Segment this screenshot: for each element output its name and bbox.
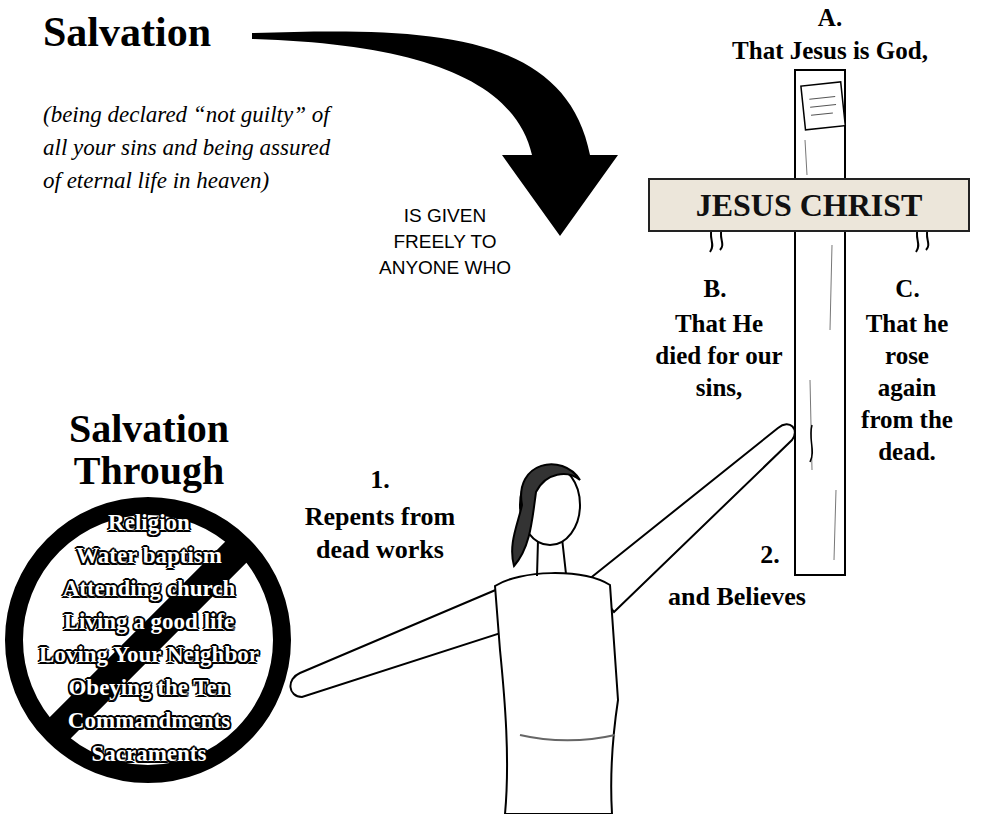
cross-post [795, 70, 845, 575]
step-text: Repents from dead works [278, 500, 482, 566]
definition-note: (being declared “not guilty” of all your… [43, 98, 341, 197]
excluded-item: Attending church [0, 572, 298, 605]
step-text: and Believes [632, 582, 842, 612]
item-list: ReligionWater baptismAttending churchLiv… [0, 506, 298, 770]
belief-statement: That Jesus is God, [680, 36, 980, 66]
connecting-phrase: IS GIVEN FREELY TO ANYONE WHO [375, 203, 515, 281]
callout-number: 2. [742, 540, 798, 570]
excluded-item: Sacraments [0, 737, 298, 770]
callout-letter: C. [855, 274, 960, 304]
cross-sign [801, 82, 845, 130]
beam-title: JESUS CHRIST [696, 187, 923, 224]
callout-letter: A. [780, 3, 880, 33]
excluded-item: Religion [0, 506, 298, 539]
group-heading: Salvation Through [0, 408, 298, 492]
nail-mark [810, 425, 812, 462]
callout-letter: B. [665, 274, 765, 304]
title: Salvation [43, 8, 211, 56]
woman-figure [290, 424, 794, 814]
wood-grain [805, 100, 836, 560]
excluded-item: Water baptism [0, 539, 298, 572]
belief-statement: That he rose again from the dead. [853, 308, 961, 468]
excluded-item: Obeying the Ten Commandments [0, 671, 298, 737]
callout-number: 1. [330, 465, 430, 495]
prohibition-circle: Salvation ThroughReligionWater baptismAt… [0, 408, 298, 792]
cross-beam: JESUS CHRIST [648, 178, 970, 232]
excluded-item: Living a good life [0, 605, 298, 638]
excluded-item: Loving Your Neighbor [0, 638, 298, 671]
belief-statement: That He died for our sins, [650, 308, 788, 404]
